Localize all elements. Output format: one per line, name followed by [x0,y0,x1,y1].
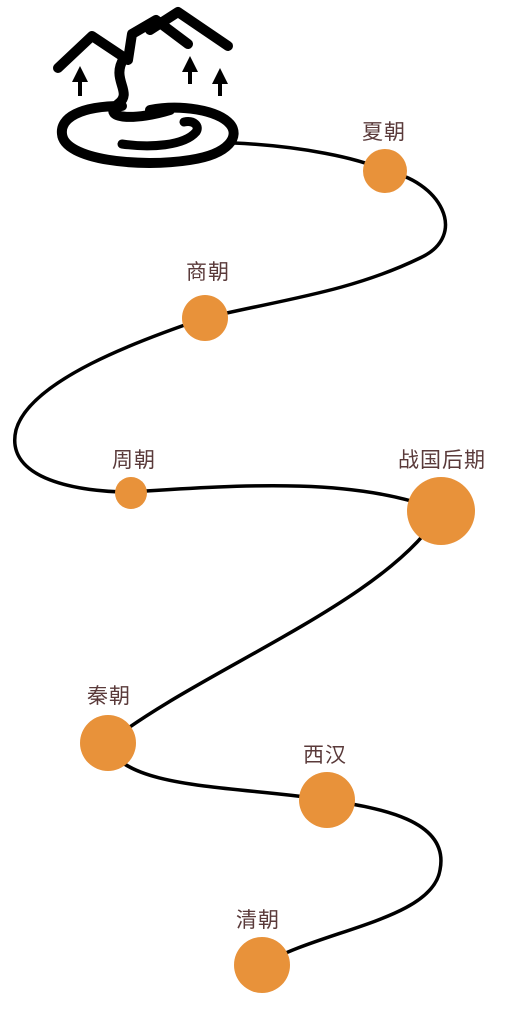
tree-icon [72,66,88,96]
node-label: 商朝 [186,260,230,284]
node-label: 秦朝 [87,684,131,708]
timeline-path [12,141,448,967]
tree-icon [182,56,198,84]
node-label: 西汉 [303,743,347,767]
timeline-node: 夏朝 [362,120,407,193]
tree-icon [212,68,228,96]
timeline-node: 周朝 [112,448,156,509]
node-label: 清朝 [236,908,280,932]
timeline-node: 清朝 [234,908,290,993]
timeline-node: 商朝 [182,260,230,341]
node-label: 夏朝 [362,120,406,144]
timeline-node: 战国后期 [398,448,486,545]
timeline-node: 西汉 [299,743,355,828]
mountain-river-icon [53,7,239,168]
node-label: 战国后期 [398,448,486,472]
node-label: 周朝 [112,448,156,472]
timeline-node: 秦朝 [80,684,136,771]
